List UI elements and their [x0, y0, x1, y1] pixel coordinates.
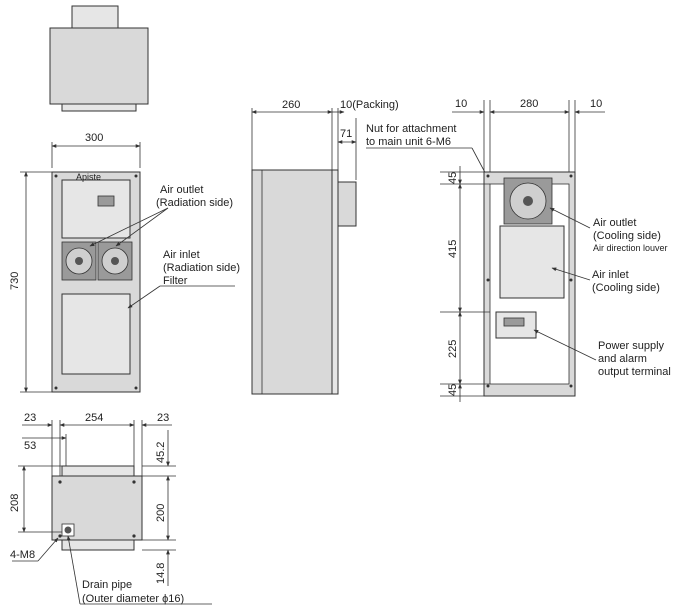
cooling-outlet-label: Air outlet [593, 217, 636, 229]
front-width-dim: 300 [85, 132, 103, 144]
cooling-protrusion [337, 181, 357, 227]
packing-strip [331, 169, 339, 395]
bottom-dim-53: 53 [24, 440, 36, 452]
bottom-dim-14-8: 14.8 [155, 563, 167, 584]
fan-hub-icon [75, 257, 83, 265]
power-label-line2: and alarm [598, 353, 647, 365]
bottom-top-flange [61, 465, 135, 477]
rear-dim-45-bottom: 45 [447, 384, 459, 396]
protrude-dim: 71 [340, 128, 352, 140]
bottom-dim-23-right: 23 [157, 412, 169, 424]
fan-hub-icon [523, 196, 533, 206]
front-height-dim: 730 [9, 272, 21, 290]
bottom-lower-flange [61, 539, 135, 551]
rear-dim-415: 415 [447, 240, 459, 258]
nut-label-line1: Nut for attachment [366, 123, 457, 135]
rear-right-margin-dim: 10 [590, 98, 602, 110]
rear-left-margin-dim: 10 [455, 98, 467, 110]
power-label-line3: output terminal [598, 366, 671, 378]
front-top-panel [61, 179, 131, 239]
top-view-collar [71, 5, 119, 29]
top-view-body [49, 27, 149, 105]
air-outlet-sub-label: (Radiation side) [156, 197, 233, 209]
rear-view: 10 280 10 Nut for attachment to main uni… [366, 98, 671, 402]
cooling-inlet-sub-label: (Cooling side) [592, 282, 660, 294]
bottom-dim-23-left: 23 [24, 412, 36, 424]
bottom-view: 23 254 23 53 45.2 200 14.8 208 4-M8 Drai… [9, 412, 212, 605]
terminal-block-icon [503, 317, 525, 327]
side-view: 260 10(Packing) 71 [251, 99, 399, 395]
front-logo: Apiste [76, 172, 101, 182]
drain-sub-label: (Outer diameter ϕ16) [82, 593, 184, 605]
radiation-filter [61, 293, 131, 375]
rear-dim-225: 225 [447, 340, 459, 358]
fan-hub-icon [111, 257, 119, 265]
air-outlet-label: Air outlet [160, 184, 203, 196]
air-inlet-label: Air inlet [163, 249, 200, 261]
display-panel [97, 195, 115, 207]
bolts-label: 4-M8 [10, 549, 35, 561]
packing-dim: 10(Packing) [340, 99, 399, 111]
drain-pipe-icon [64, 526, 72, 534]
rear-width-dim: 280 [520, 98, 538, 110]
bottom-dim-200: 200 [155, 504, 167, 522]
bottom-dim-208: 208 [9, 494, 21, 512]
air-direction-louver [499, 225, 565, 299]
side-view-body [251, 169, 333, 395]
bottom-dim-254: 254 [85, 412, 103, 424]
side-depth-dim: 260 [282, 99, 300, 111]
drain-label: Drain pipe [82, 579, 132, 591]
bottom-dim-45-2: 45.2 [155, 442, 167, 463]
filter-label: Filter [163, 275, 188, 287]
front-view: 300 730 Apiste Air outlet (Radiation sid… [9, 132, 240, 393]
rear-dim-45-top: 45 [447, 172, 459, 184]
power-label-line1: Power supply [598, 340, 665, 352]
cooling-inlet-label: Air inlet [592, 269, 629, 281]
cooling-outlet-sub-label: (Cooling side) [593, 230, 661, 242]
top-view [49, 5, 149, 112]
top-view-base [61, 103, 137, 112]
power-terminal [495, 311, 537, 339]
air-inlet-sub-label: (Radiation side) [163, 262, 240, 274]
nut-label-line2: to main unit 6-M6 [366, 136, 451, 148]
louver-label: Air direction louver [593, 243, 668, 253]
